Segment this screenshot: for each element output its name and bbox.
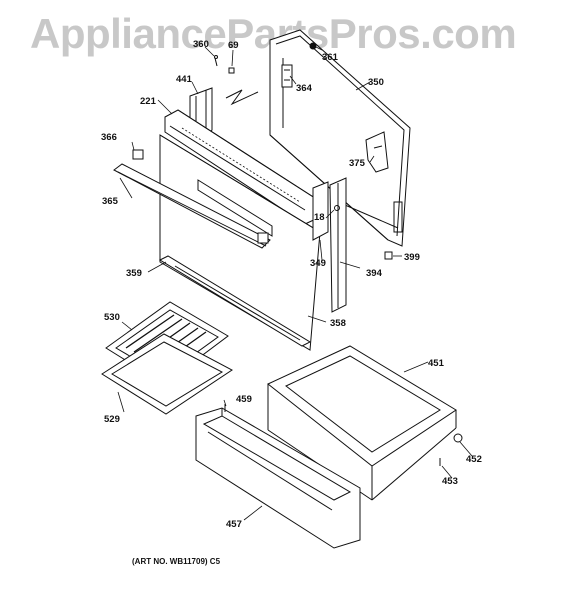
broiler-pan-529[interactable] xyxy=(101,333,233,415)
callout-18: 18 xyxy=(314,212,325,223)
insulation-strip xyxy=(225,89,259,106)
callout-69: 69 xyxy=(228,40,239,51)
callout-441: 441 xyxy=(176,74,193,85)
roller-452[interactable] xyxy=(453,433,463,443)
callout-364: 364 xyxy=(296,83,313,94)
clip-366[interactable] xyxy=(132,149,144,160)
callout-361: 361 xyxy=(322,52,339,63)
callout-399: 399 xyxy=(404,252,420,263)
drawer-front-457[interactable] xyxy=(195,407,361,549)
callout-349: 349 xyxy=(310,258,326,269)
screw-361[interactable] xyxy=(309,42,317,50)
screw-18[interactable] xyxy=(334,205,340,211)
callout-labels: 360 69 361 350 441 364 221 366 375 365 1… xyxy=(101,39,482,530)
callout-360: 360 xyxy=(193,39,209,50)
callout-453: 453 xyxy=(442,476,458,487)
side-bracket-394[interactable] xyxy=(329,177,347,313)
callout-358: 358 xyxy=(330,318,346,329)
callout-350: 350 xyxy=(368,77,384,88)
callout-375: 375 xyxy=(349,158,366,169)
vent-trim-221[interactable] xyxy=(164,109,319,225)
callout-394: 394 xyxy=(366,268,383,279)
callout-530: 530 xyxy=(104,312,120,323)
callout-452: 452 xyxy=(466,454,482,465)
door-handle-365[interactable] xyxy=(113,163,271,249)
callout-359: 359 xyxy=(126,268,142,279)
hinge-bracket-364[interactable] xyxy=(281,64,293,88)
screw-360[interactable] xyxy=(214,55,218,67)
outer-door-panel-350[interactable] xyxy=(269,29,411,247)
bracket-349[interactable] xyxy=(312,181,329,241)
callout-529: 529 xyxy=(104,414,120,425)
callout-459: 459 xyxy=(236,394,252,405)
leader-lines xyxy=(117,45,473,521)
callout-365: 365 xyxy=(102,196,119,207)
callout-366: 366 xyxy=(101,132,117,143)
inner-door-panel-358[interactable] xyxy=(159,134,321,351)
bottom-trim-359[interactable] xyxy=(158,255,312,347)
callout-451: 451 xyxy=(428,358,445,369)
bracket-375[interactable] xyxy=(365,131,389,173)
clip-399[interactable] xyxy=(384,251,393,260)
screw-69[interactable] xyxy=(228,67,235,74)
callout-221: 221 xyxy=(140,96,157,107)
art-number: (ART NO. WB11709) C5 xyxy=(132,557,221,566)
callout-457: 457 xyxy=(226,519,242,530)
